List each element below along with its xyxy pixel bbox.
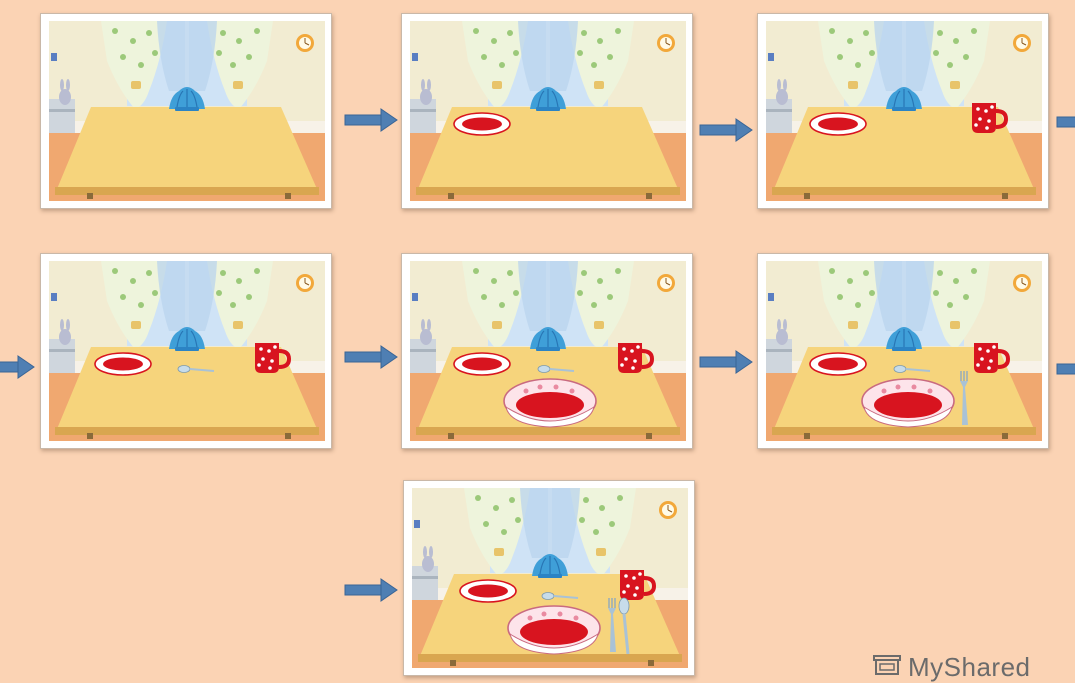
arrow-icon bbox=[343, 108, 399, 132]
step-3-card bbox=[757, 13, 1049, 209]
step-6-card bbox=[757, 253, 1049, 449]
arrow-icon bbox=[343, 345, 399, 369]
arrow-icon bbox=[343, 578, 399, 602]
small-plate bbox=[454, 353, 510, 375]
step-3-scene bbox=[766, 21, 1042, 201]
soup-bowl bbox=[862, 379, 954, 427]
arrow-icon bbox=[0, 355, 36, 379]
watermark-text: MyShared bbox=[908, 652, 1031, 683]
step-4-scene bbox=[49, 261, 325, 441]
projector-screen-icon bbox=[872, 654, 902, 680]
arrow-icon bbox=[1055, 110, 1075, 134]
watermark: MyShared bbox=[872, 652, 1031, 682]
small-plate bbox=[95, 353, 151, 375]
arrow-icon bbox=[698, 118, 754, 142]
step-5-scene bbox=[410, 261, 686, 441]
arrow-icon bbox=[1055, 357, 1075, 381]
step-2-card bbox=[401, 13, 693, 209]
step-1-scene bbox=[49, 21, 325, 201]
step-6-scene bbox=[766, 261, 1042, 441]
step-2-scene bbox=[410, 21, 686, 201]
step-7-card bbox=[403, 480, 695, 676]
small-plate bbox=[454, 113, 510, 135]
step-5-card bbox=[401, 253, 693, 449]
step-4-card bbox=[40, 253, 332, 449]
arrow-icon bbox=[698, 350, 754, 374]
step-1-card bbox=[40, 13, 332, 209]
small-plate bbox=[810, 113, 866, 135]
step-7-scene bbox=[412, 488, 688, 668]
soup-bowl bbox=[504, 379, 596, 427]
soup-bowl bbox=[508, 606, 600, 654]
small-plate bbox=[810, 353, 866, 375]
small-plate bbox=[460, 580, 516, 602]
